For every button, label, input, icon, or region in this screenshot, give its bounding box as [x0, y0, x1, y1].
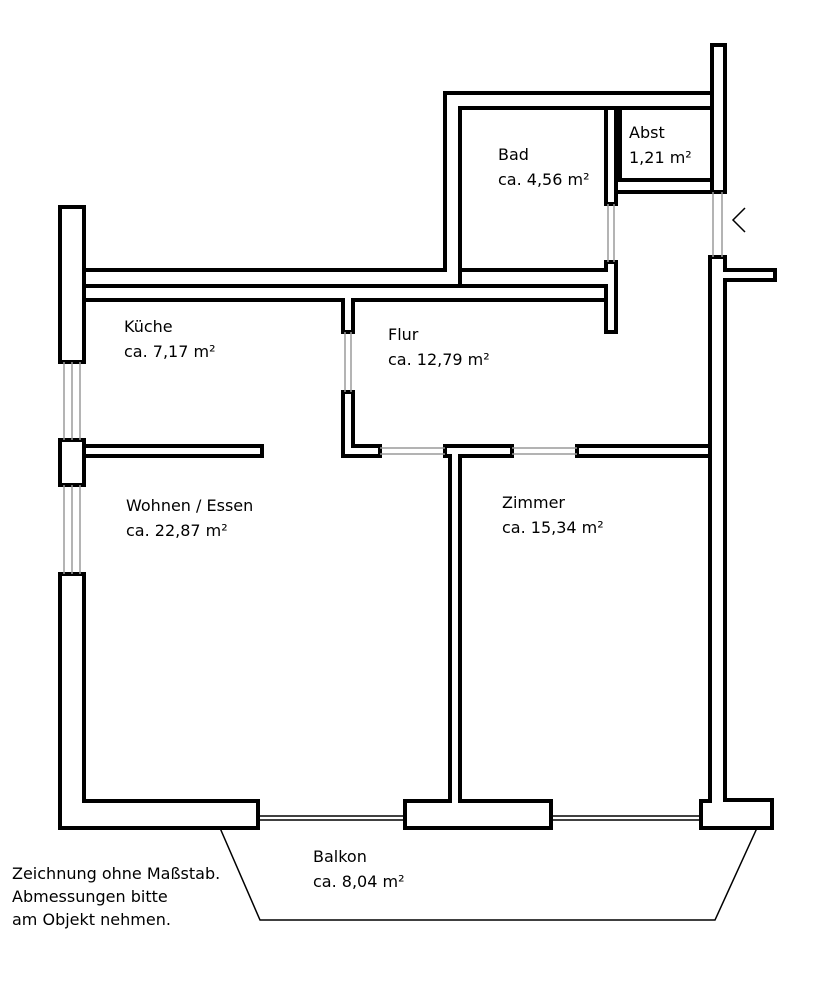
- balkon-outline: [219, 815, 758, 921]
- room-area: ca. 12,79 m²: [388, 350, 490, 369]
- wohnen-top-wall: [82, 444, 264, 458]
- room-label-zimmer: Zimmer ca. 15,34 m²: [502, 490, 604, 540]
- room-label-wohnen: Wohnen / Essen ca. 22,87 m²: [126, 493, 253, 543]
- scale-note: Zeichnung ohne Maßstab. Abmessungen bitt…: [12, 862, 220, 931]
- room-name: Abst: [629, 123, 665, 142]
- left-wall-lower: [58, 572, 260, 830]
- bad-wall-right: [604, 106, 618, 206]
- entrance-arrow-icon: [731, 207, 746, 233]
- room-area: ca. 8,04 m²: [313, 872, 405, 891]
- room-label-bad: Bad ca. 4,56 m²: [498, 142, 589, 192]
- room-area: ca. 22,87 m²: [126, 521, 228, 540]
- room-label-abst: Abst 1,21 m²: [629, 120, 692, 170]
- window-wohnen: [63, 485, 81, 574]
- room-area: ca. 7,17 m²: [124, 342, 216, 361]
- room-area: ca. 4,56 m²: [498, 170, 590, 189]
- room-name: Bad: [498, 145, 529, 164]
- left-wall-upper: [58, 205, 86, 364]
- flur-top-wall: [82, 284, 608, 334]
- room-name: Zimmer: [502, 493, 565, 512]
- right-wall-lower: [699, 255, 777, 830]
- room-name: Wohnen / Essen: [126, 496, 254, 515]
- room-area: 1,21 m²: [629, 148, 692, 167]
- zimmer-top-wall-left: [403, 444, 553, 830]
- right-wall-upper: [710, 43, 727, 194]
- room-label-flur: Flur ca. 12,79 m²: [388, 322, 490, 372]
- room-area: ca. 15,34 m²: [502, 518, 604, 537]
- zimmer-top-wall-right: [575, 444, 714, 458]
- zimmer-door: [512, 447, 577, 455]
- note-line: Zeichnung ohne Maßstab.: [12, 864, 221, 883]
- window-kueche: [63, 362, 81, 440]
- wohnen-door: [380, 447, 445, 455]
- room-label-balkon: Balkon ca. 8,04 m²: [313, 844, 404, 894]
- left-wall-pier: [58, 438, 86, 487]
- bad-door: [607, 204, 615, 262]
- room-name: Küche: [124, 317, 173, 336]
- flur-left-wall-lower: [341, 390, 382, 458]
- room-name: Flur: [388, 325, 419, 344]
- note-line: am Objekt nehmen.: [12, 910, 171, 929]
- entrance-door: [712, 192, 723, 257]
- note-line: Abmessungen bitte: [12, 887, 168, 906]
- room-name: Balkon: [313, 847, 367, 866]
- room-label-kueche: Küche ca. 7,17 m²: [124, 314, 215, 364]
- kueche-door: [344, 332, 352, 392]
